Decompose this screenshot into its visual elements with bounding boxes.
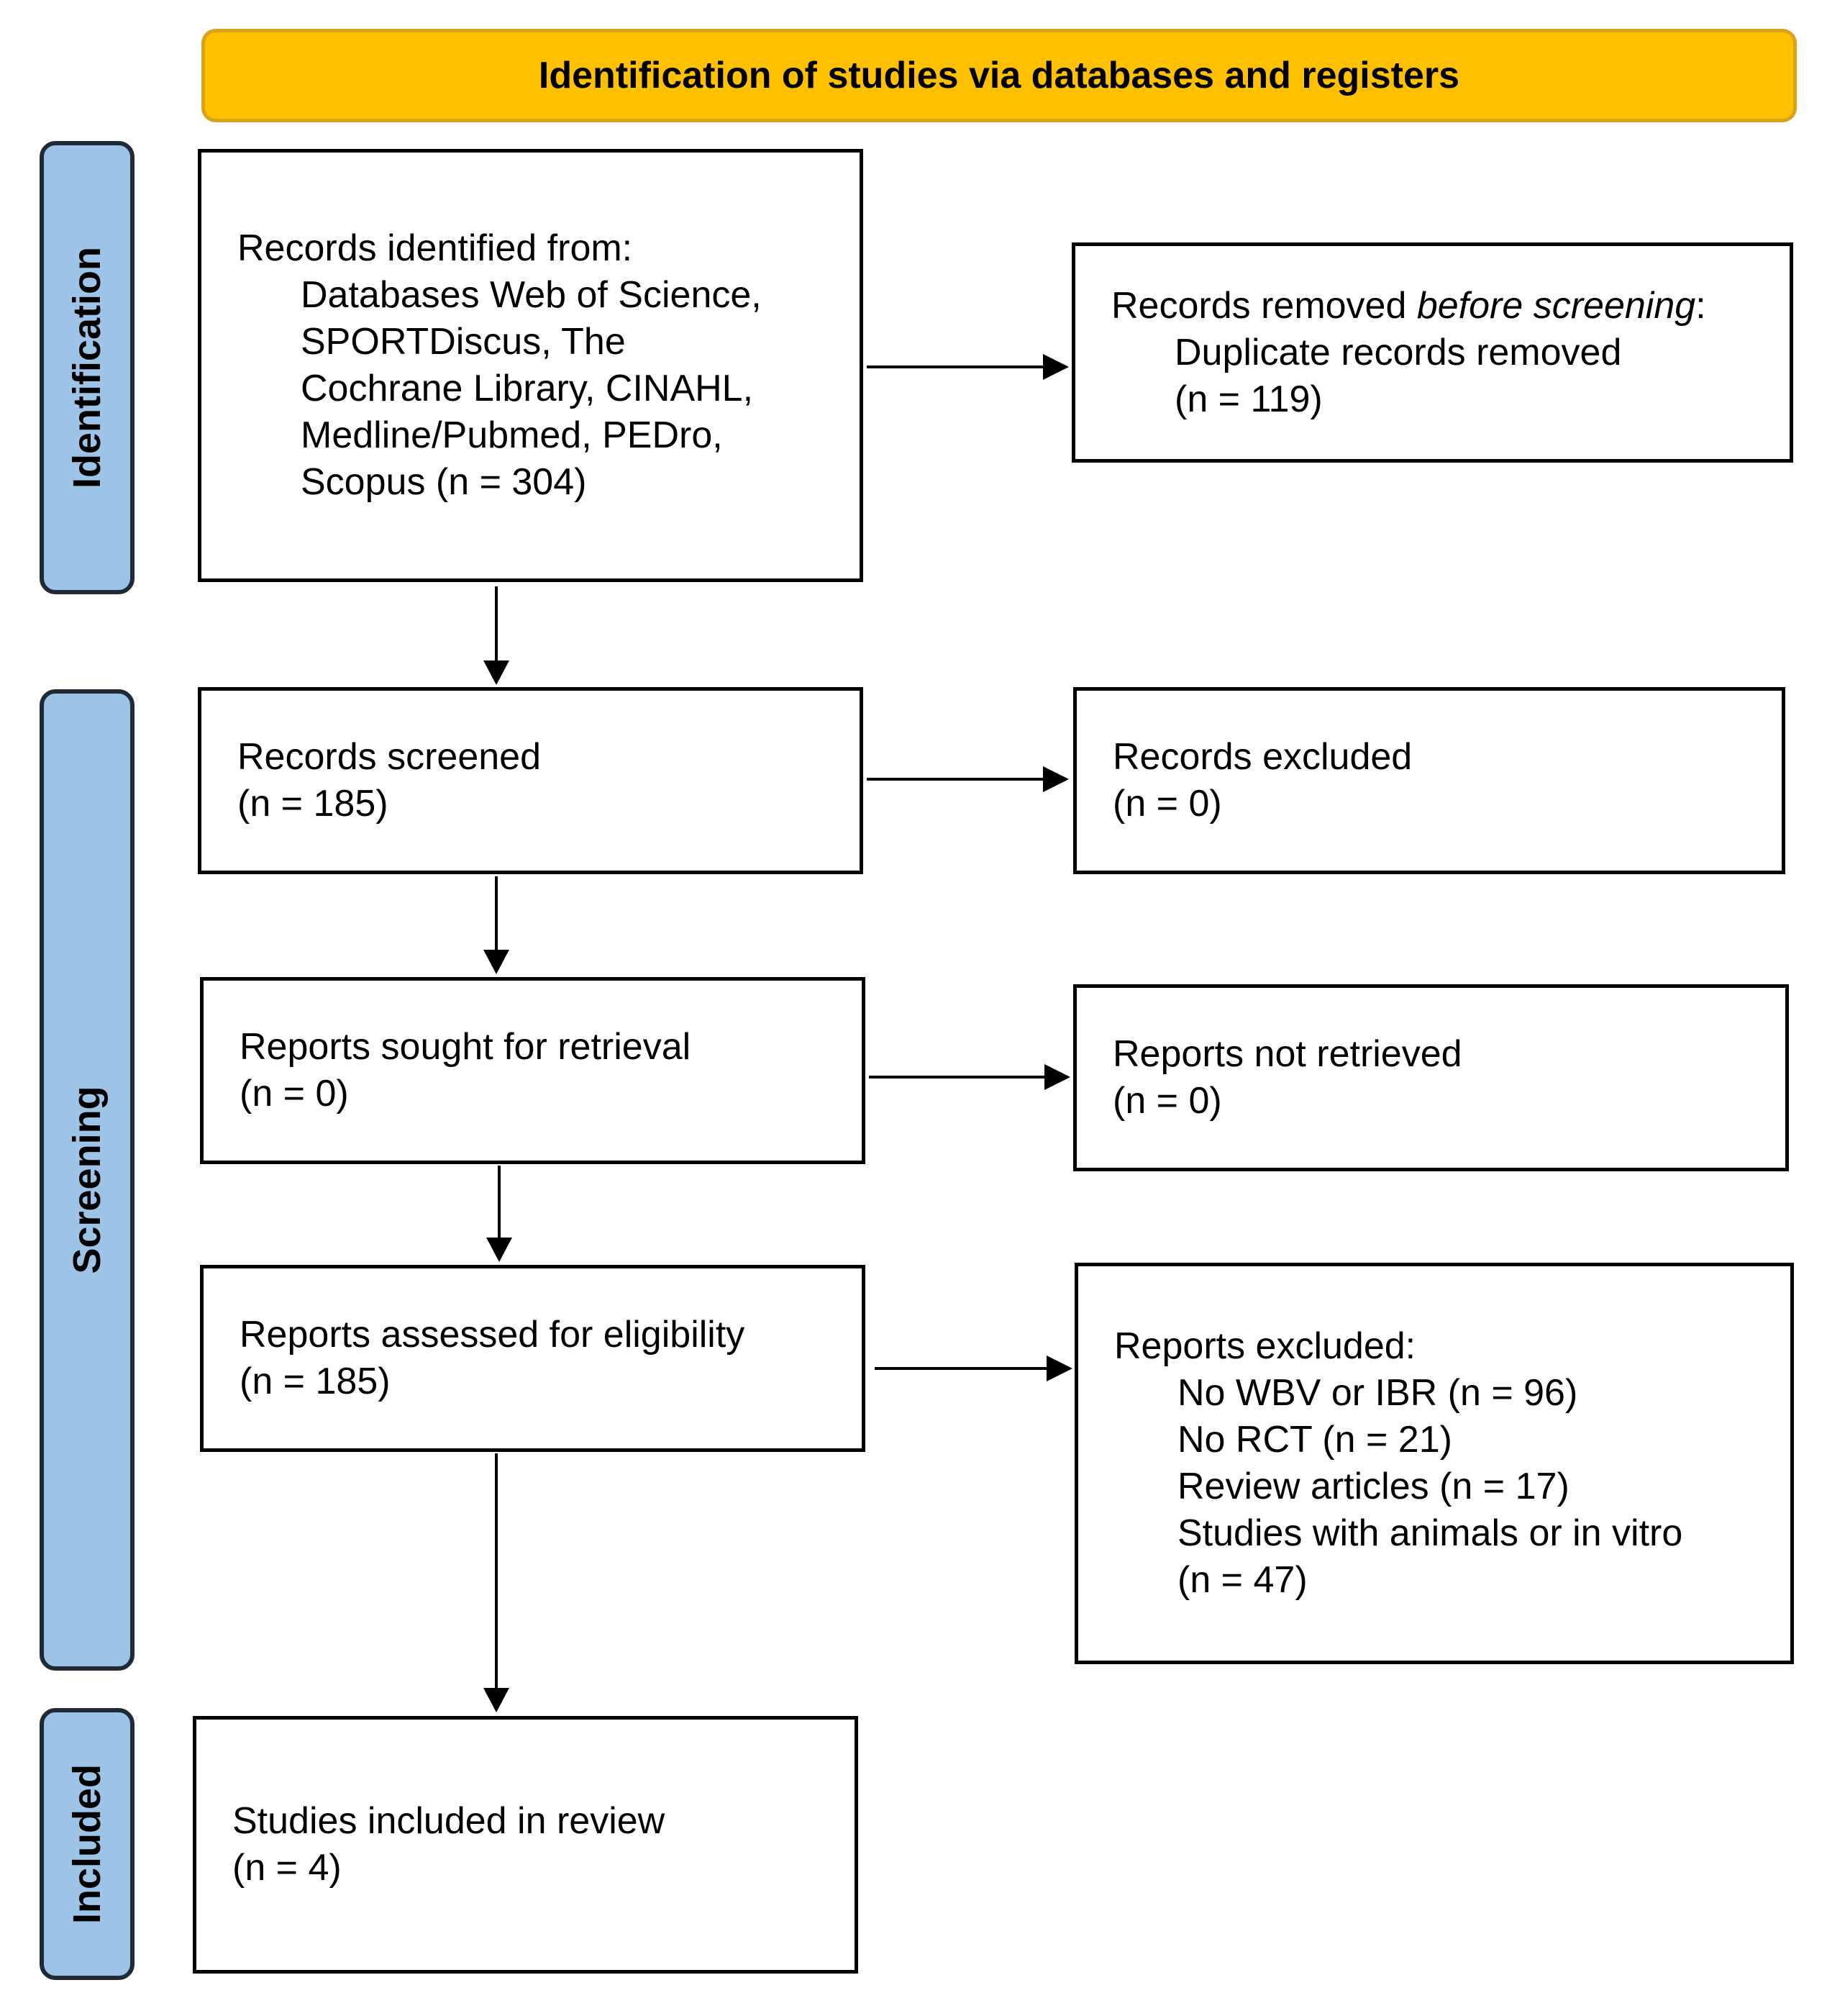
records-identified-line: SPORTDiscus, The — [301, 321, 626, 363]
stage-identification: Identification — [40, 141, 135, 594]
reports-assessed-title: Reports assessed for eligibility — [240, 1314, 745, 1356]
records-removed-title-text: Records removed — [1111, 284, 1417, 327]
stage-included: Included — [40, 1708, 135, 1980]
records-screened-box: Records screened (n = 185) — [198, 687, 863, 874]
arrowhead-right — [1043, 766, 1069, 792]
reports-not-retrieved-title: Reports not retrieved — [1113, 1033, 1462, 1075]
reports-sought-title: Reports sought for retrieval — [240, 1026, 691, 1068]
records-removed-title: Records removed before screening: — [1111, 283, 1775, 330]
records-removed-title-italic: before screening — [1416, 284, 1696, 327]
arrowhead-down — [486, 1238, 512, 1262]
records-screened-title: Records screened — [237, 736, 541, 778]
studies-included-box: Studies included in review (n = 4) — [193, 1716, 858, 1974]
records-identified-line: Scopus (n = 304) — [301, 461, 587, 503]
records-removed-title-colon: : — [1695, 284, 1706, 327]
reports-excluded-title: Reports excluded: — [1114, 1325, 1416, 1367]
reports-not-retrieved-count: (n = 0) — [1113, 1080, 1222, 1122]
reports-sought-count: (n = 0) — [240, 1073, 349, 1114]
reports-assessed-box: Reports assessed for eligibility (n = 18… — [200, 1265, 865, 1452]
records-removed-line: (n = 119) — [1175, 378, 1323, 420]
studies-included-count: (n = 4) — [232, 1847, 342, 1889]
reports-not-retrieved-box: Reports not retrieved (n = 0) — [1073, 984, 1789, 1171]
stage-screening: Screening — [40, 689, 135, 1671]
arrowhead-right — [1044, 1064, 1070, 1090]
records-identified-title: Records identified from: — [237, 227, 633, 269]
phase-header: Identification of studies via databases … — [201, 29, 1797, 122]
arrowhead-down — [483, 660, 509, 685]
records-excluded-box: Records excluded (n = 0) — [1073, 687, 1785, 874]
arrowhead-down — [483, 950, 509, 974]
arrowhead-down — [483, 1688, 509, 1712]
records-removed-line: Duplicate records removed — [1175, 331, 1622, 373]
reports-sought-box: Reports sought for retrieval (n = 0) — [200, 977, 865, 1164]
phase-header-title: Identification of studies via databases … — [538, 55, 1460, 96]
reports-excluded-line: (n = 47) — [1177, 1559, 1308, 1601]
studies-included-title: Studies included in review — [232, 1800, 665, 1842]
arrowhead-right — [1043, 354, 1069, 380]
reports-assessed-count: (n = 185) — [240, 1361, 391, 1402]
records-identified-line: Databases Web of Science, — [301, 274, 762, 316]
records-excluded-count: (n = 0) — [1113, 783, 1222, 825]
records-identified-line: Medline/Pubmed, PEDro, — [301, 414, 723, 456]
records-excluded-title: Records excluded — [1113, 736, 1413, 778]
records-identified-box: Records identified from: Databases Web o… — [198, 149, 863, 582]
reports-excluded-line: Review articles (n = 17) — [1177, 1466, 1569, 1507]
records-identified-line: Cochrane Library, CINAHL, — [301, 368, 754, 409]
records-screened-count: (n = 185) — [237, 783, 388, 825]
reports-excluded-line: No WBV or IBR (n = 96) — [1177, 1372, 1578, 1414]
arrowhead-right — [1047, 1356, 1072, 1381]
reports-excluded-line: No RCT (n = 21) — [1177, 1419, 1452, 1461]
records-removed-box: Records removed before screening: Duplic… — [1072, 242, 1793, 463]
reports-excluded-line: Studies with animals or in vitro — [1177, 1512, 1683, 1554]
reports-excluded-box: Reports excluded: No WBV or IBR (n = 96)… — [1075, 1263, 1794, 1664]
